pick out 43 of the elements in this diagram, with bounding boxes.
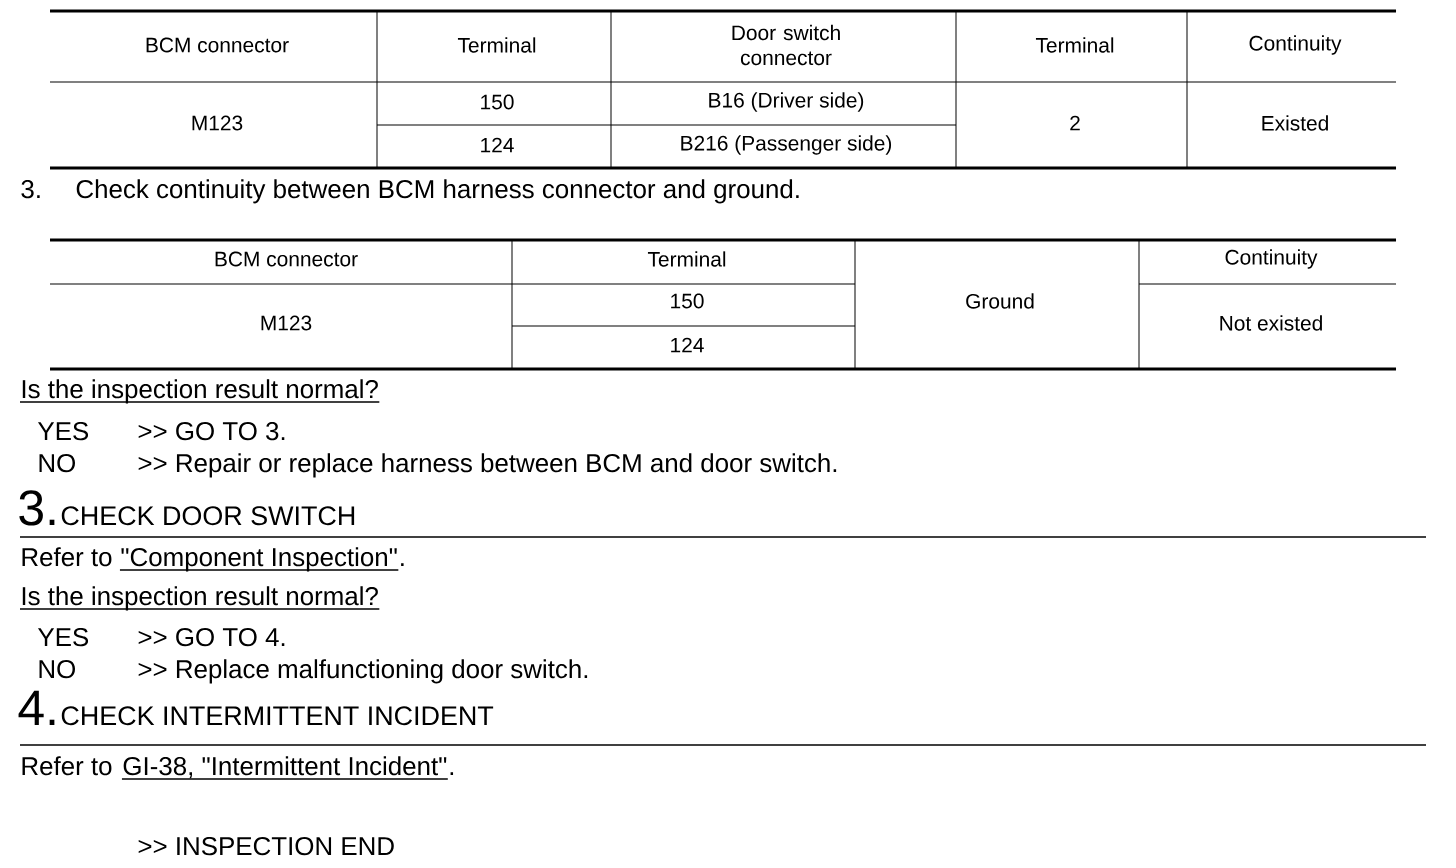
column-header: Terminal: [647, 251, 726, 267]
instruction-text: Refer to: [22, 547, 112, 567]
answer-action: >> GO TO 3.: [138, 421, 285, 441]
column-header: Continuity: [1249, 35, 1342, 55]
step-number: 4.: [18, 690, 55, 725]
table-value: Not existed: [1220, 315, 1322, 331]
column-header: BCM connector: [146, 37, 289, 53]
list-number: 3.: [21, 179, 40, 199]
table-value: B16 (Driver side): [709, 92, 864, 112]
table-value: Existed: [1262, 115, 1328, 131]
answer-action: >> Replace malfunctioning door switch.: [138, 659, 588, 684]
step-heading: CHECK DOOR SWITCH: [61, 506, 355, 526]
table-value: 150: [481, 94, 514, 110]
answer-action: >> GO TO 4.: [138, 627, 285, 647]
table-value: Ground: [966, 293, 1034, 309]
answer-option: NO: [39, 659, 75, 679]
answer-action: >> INSPECTION END: [138, 836, 394, 856]
table-value: 2: [1070, 115, 1080, 131]
question-text: Is the inspection result normal?: [19, 379, 381, 404]
table-value: M123: [192, 115, 243, 131]
instruction-text: Check continuity between BCM harness connector and ground.: [76, 179, 799, 204]
table-value: 124: [481, 137, 514, 153]
table-value: 150: [671, 293, 704, 309]
answer-action: >> Repair or replace harness between BCM and door switch.: [138, 453, 837, 478]
table-value: M123: [261, 315, 312, 331]
link-text: GI-38, "Intermittent Incident": [121, 756, 449, 780]
column-header: Door switch connector: [732, 24, 840, 66]
question-text: Is the inspection result normal?: [19, 586, 381, 611]
instruction-text: .: [450, 772, 454, 775]
answer-option: YES: [37, 421, 89, 441]
column-header: Terminal: [1035, 37, 1114, 53]
answer-option: NO: [39, 453, 75, 473]
table-value: B216 (Passenger side): [681, 135, 892, 155]
step-heading: CHECK INTERMITTENT INCIDENT: [61, 706, 494, 726]
instruction-text: .: [401, 563, 404, 566]
answer-option: YES: [37, 627, 89, 647]
instruction-text: Refer to: [22, 756, 112, 776]
table-value: 124: [671, 337, 704, 353]
column-header: Terminal: [457, 37, 536, 53]
column-header: Continuity: [1225, 249, 1318, 269]
column-header: BCM connector: [215, 251, 358, 267]
step-number: 3.: [19, 490, 55, 526]
link-text: "Component Inspection": [119, 547, 400, 572]
